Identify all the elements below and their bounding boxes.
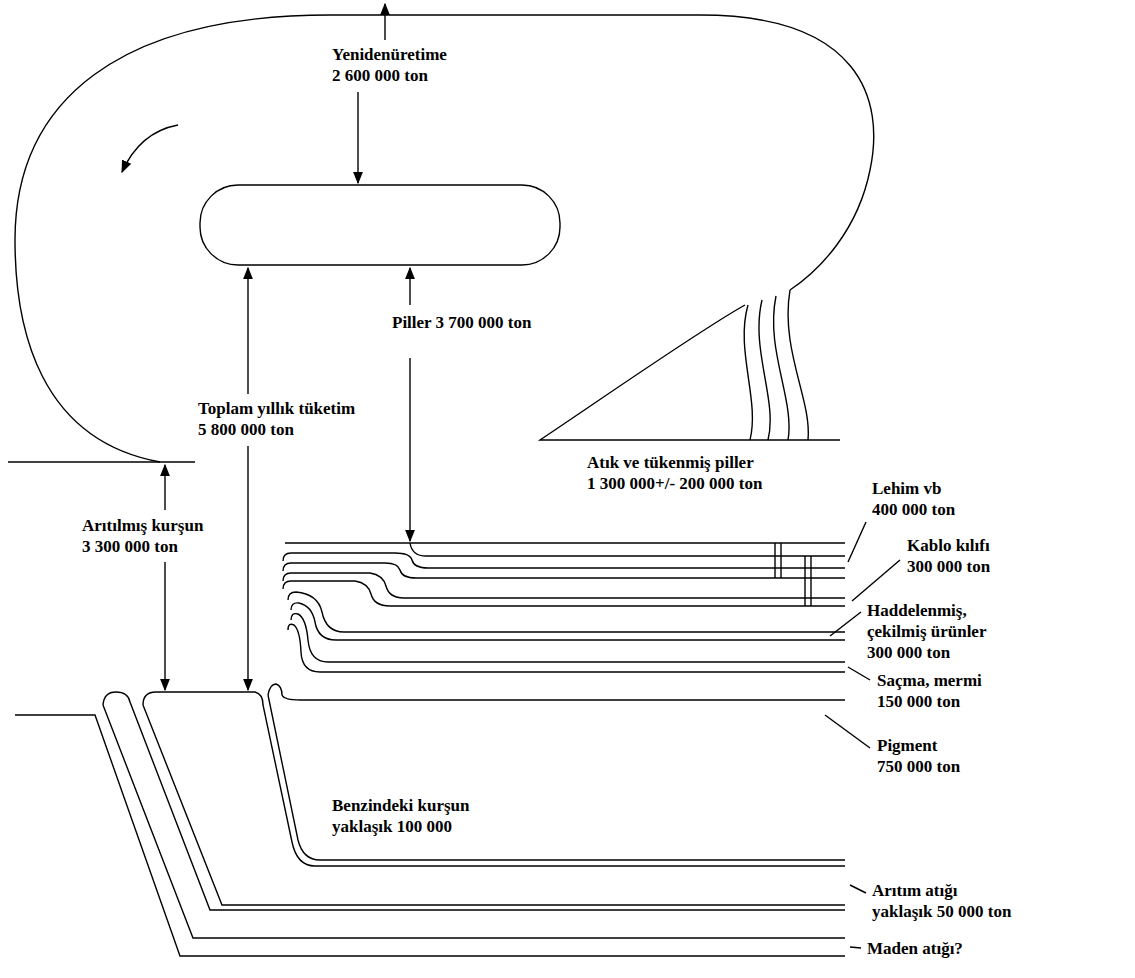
band-line <box>143 692 845 866</box>
flow-label: Toplam yıllık tüketim 5 800 000 ton <box>196 398 358 440</box>
consumption-line <box>8 461 195 462</box>
return-stream <box>744 305 752 440</box>
leader-line <box>850 947 861 948</box>
flow-label: Maden atığı? <box>865 938 965 959</box>
flow-label: Pigment 750 000 ton <box>875 735 963 777</box>
label-position: Maden atığı? <box>865 938 965 959</box>
leader-line <box>850 885 866 893</box>
band-line <box>103 692 845 910</box>
loop-inner-edge <box>540 305 840 440</box>
band-line <box>283 553 845 568</box>
band-line <box>283 563 845 578</box>
flow-label: Piller 3 700 000 ton <box>390 312 534 333</box>
label-position: Benzindeki kurşun yaklaşık 100 000 <box>330 795 472 837</box>
flow-arrow <box>247 446 248 690</box>
band-tick <box>774 543 775 578</box>
flow-arrow <box>409 268 410 305</box>
return-stream <box>759 300 770 440</box>
return-stream <box>788 290 808 440</box>
label-position: Arıtım atığı yaklaşık 50 000 ton <box>870 880 1014 922</box>
leader-line <box>848 667 870 680</box>
cycle-arrow <box>122 125 178 172</box>
label-position: Piller 3 700 000 ton <box>390 312 534 333</box>
band-line <box>103 705 845 938</box>
flow-label: Yenidenüretime 2 600 000 ton <box>330 44 430 86</box>
flow-arrow <box>384 4 385 40</box>
flow-label: Arıtım atığı yaklaşık 50 000 ton <box>870 880 1014 922</box>
band-line <box>285 542 845 543</box>
label-position: Atık ve tükenmiş piller 1 300 000+/- 200… <box>585 452 765 494</box>
flow-label: Lehim vb 400 000 ton <box>870 478 958 520</box>
label-position: Haddelenmiş, çekilmiş ürünler 300 000 to… <box>865 600 989 663</box>
band-tick <box>780 543 781 578</box>
return-stream <box>774 296 790 440</box>
band-line <box>143 705 845 905</box>
flow-label: Benzindeki kurşun yaklaşık 100 000 <box>330 795 472 837</box>
label-position: Kablo kılıfı 300 000 ton <box>905 535 993 577</box>
label-position: Yenidenüretime 2 600 000 ton <box>330 44 430 86</box>
band-line <box>291 603 845 640</box>
flow-arrow <box>164 562 165 690</box>
band-line <box>268 695 845 860</box>
band-line <box>283 573 845 598</box>
flow-label: Saçma, mermi 150 000 ton <box>875 670 985 712</box>
label-position: Toplam yıllık tüketim 5 800 000 ton <box>196 398 358 440</box>
label-position: Saçma, mermi 150 000 ton <box>875 670 985 712</box>
band-line <box>288 592 845 632</box>
band-line <box>15 715 845 956</box>
band-line <box>410 543 845 556</box>
flow-arrow <box>247 268 248 394</box>
label-position: Pigment 750 000 ton <box>875 735 963 777</box>
band-tick <box>810 556 811 606</box>
flow-arrow <box>409 358 410 541</box>
flow-label: Haddelenmiş, çekilmiş ürünler 300 000 to… <box>865 600 989 663</box>
leader-line <box>852 560 900 601</box>
leader-line <box>825 715 870 748</box>
flow-label: Kablo kılıfı 300 000 ton <box>905 535 993 577</box>
label-position: Arıtılmış kurşun 3 300 000 ton <box>80 515 206 557</box>
leader-line <box>830 612 861 636</box>
loop-outline <box>15 15 874 462</box>
band-line <box>288 624 845 672</box>
leader-line <box>848 522 866 562</box>
band-line <box>268 684 845 700</box>
label-position: Lehim vb 400 000 ton <box>870 478 958 520</box>
flow-arrow <box>164 465 165 510</box>
inner-pool <box>200 185 560 265</box>
band-tick <box>804 556 805 606</box>
band-line <box>283 581 845 606</box>
flow-arrow <box>357 92 358 183</box>
flow-label: Atık ve tükenmiş piller 1 300 000+/- 200… <box>585 452 765 494</box>
band-line <box>291 614 845 662</box>
flow-label: Arıtılmış kurşun 3 300 000 ton <box>80 515 206 557</box>
